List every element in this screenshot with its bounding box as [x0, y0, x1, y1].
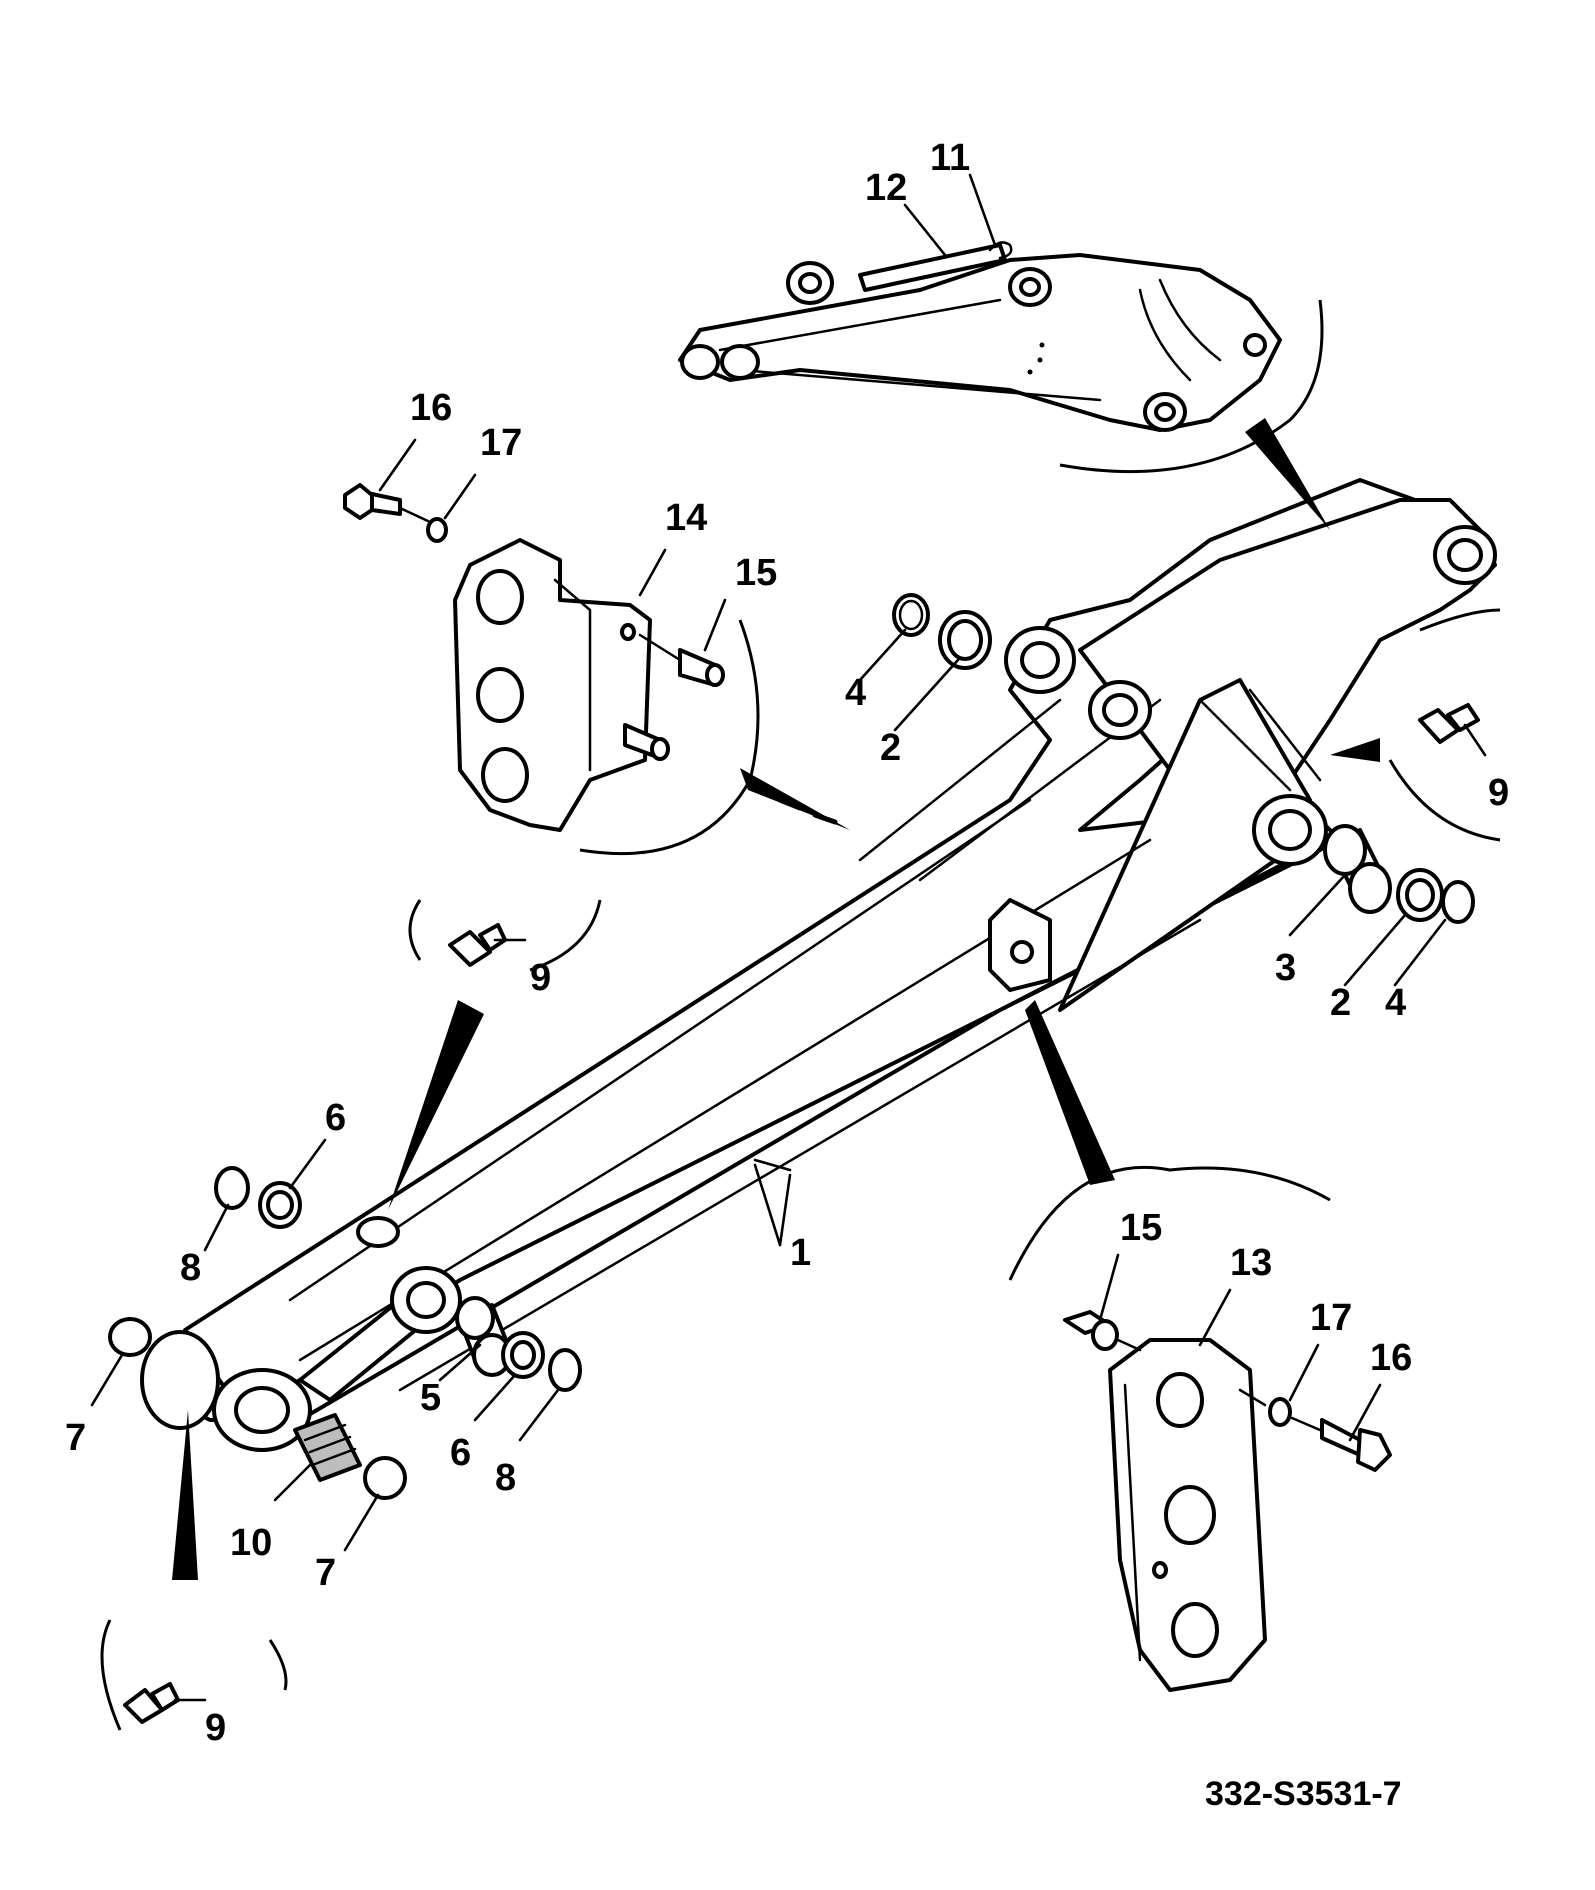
- pointer-mid-inset: [388, 1000, 484, 1210]
- callout-15: 15: [735, 552, 777, 594]
- callout-6: 6: [325, 1097, 346, 1139]
- ring-8-lower: [548, 1348, 582, 1392]
- pointer-lower-inset: [172, 1410, 198, 1580]
- callout-16: 16: [1370, 1337, 1412, 1379]
- bush-6-upper: [258, 1181, 302, 1229]
- bush-3-right: [1323, 824, 1392, 914]
- pointer-left-inset: [740, 768, 850, 830]
- callout-15: 15: [1120, 1207, 1162, 1249]
- ring-8-upper: [214, 1166, 250, 1210]
- leader-lines: [90, 173, 1487, 1702]
- bush-2-right: [1396, 868, 1444, 922]
- callout-2: 2: [880, 727, 901, 769]
- callout-10: 10: [230, 1522, 272, 1564]
- callout-9: 9: [1488, 772, 1509, 814]
- callout-2: 2: [1330, 982, 1351, 1024]
- arm-main-body: [140, 478, 1497, 1452]
- pointer-left-inset-dash: [777, 797, 838, 825]
- callout-14: 14: [665, 497, 707, 539]
- pointer-right-bracket-inset: [1025, 1000, 1115, 1185]
- callout-12: 12: [865, 167, 907, 209]
- callout-8: 8: [180, 1247, 201, 1289]
- inset-right-fitting: [1388, 608, 1501, 842]
- callout-9: 9: [530, 957, 551, 999]
- bush-7-lower: [363, 1456, 407, 1500]
- callout-7: 7: [65, 1417, 86, 1459]
- bush-2-top: [938, 610, 992, 670]
- callout-5: 5: [420, 1377, 441, 1419]
- ring-4-right: [1441, 880, 1475, 924]
- bush-7-left: [108, 1317, 152, 1357]
- inset-left-bracket: [343, 483, 760, 856]
- callout-9: 9: [205, 1707, 226, 1749]
- drawing-reference: 332-S3531-7: [1205, 1775, 1402, 1813]
- callout-13: 13: [1230, 1242, 1272, 1284]
- bush-6-lower: [501, 1331, 545, 1379]
- bush-5: [455, 1296, 512, 1377]
- pointer-right-inset: [1330, 738, 1380, 762]
- inset-upper-arm: [678, 241, 1324, 474]
- callout-4: 4: [845, 672, 866, 714]
- callout-6: 6: [450, 1432, 471, 1474]
- callout-16: 16: [410, 387, 452, 429]
- inset-lower-fitting: [100, 1619, 288, 1731]
- callout-17: 17: [480, 422, 522, 464]
- callout-7: 7: [315, 1552, 336, 1594]
- inset-right-bracket: [1008, 1165, 1392, 1692]
- callout-11: 11: [930, 137, 970, 179]
- inset-mid-fitting: [408, 899, 602, 972]
- callout-8: 8: [495, 1457, 516, 1499]
- pointer-upper-inset: [1245, 418, 1330, 530]
- callout-3: 3: [1275, 947, 1296, 989]
- callout-1: 1: [790, 1232, 811, 1274]
- bush-10-knurled: [293, 1413, 362, 1482]
- callout-17: 17: [1310, 1297, 1352, 1339]
- callout-4: 4: [1385, 982, 1406, 1024]
